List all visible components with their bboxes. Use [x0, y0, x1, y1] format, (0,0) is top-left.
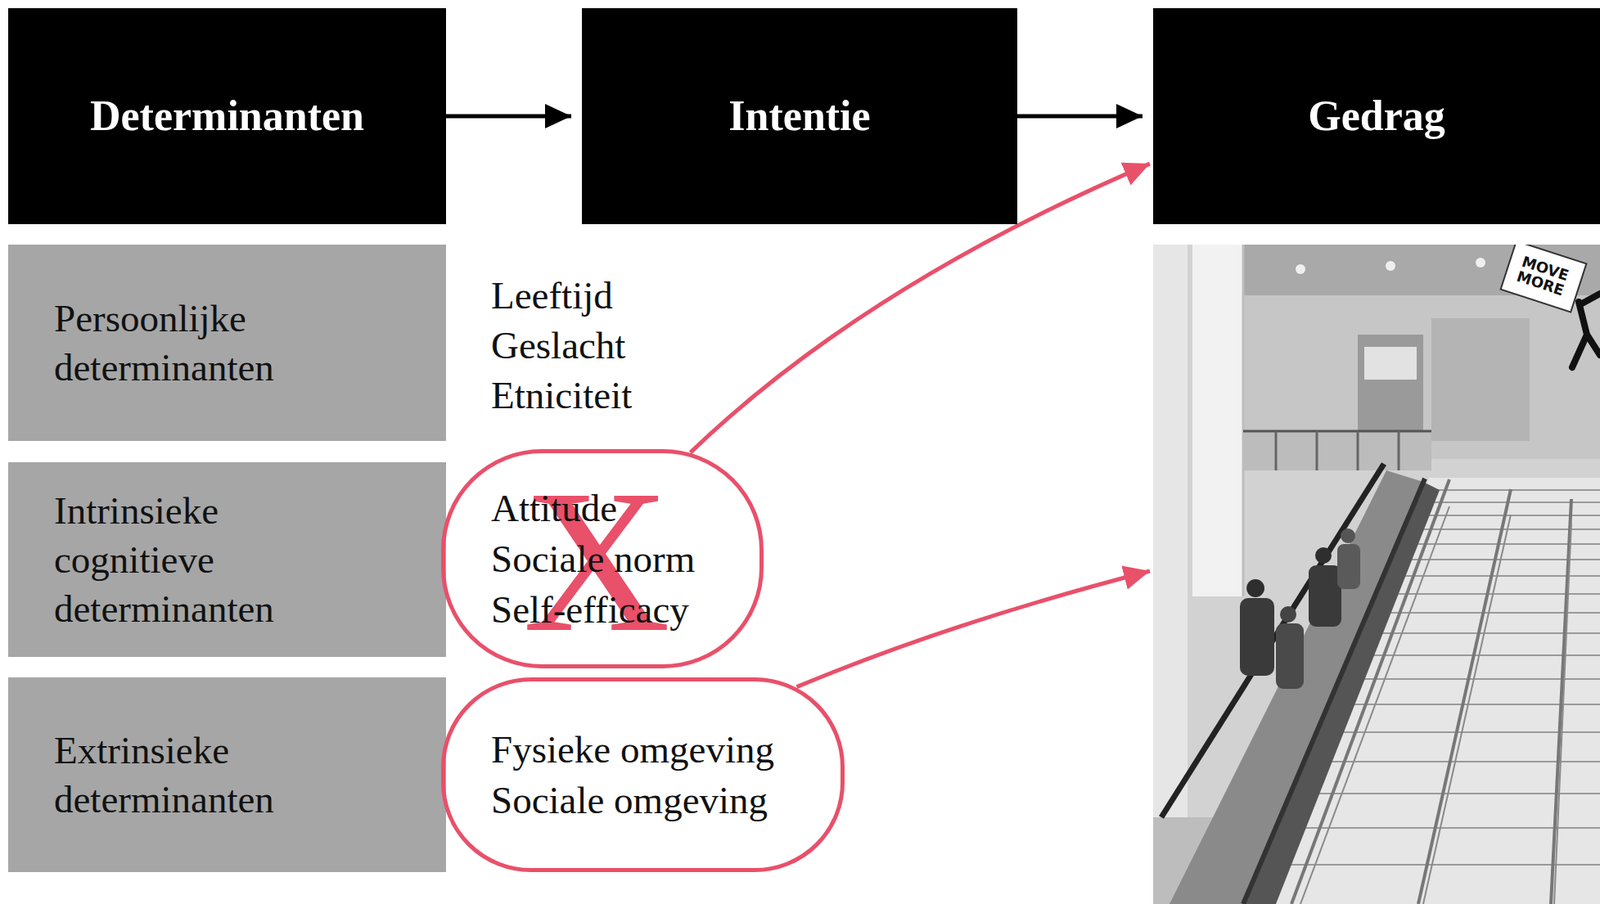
category-box: Intrinsieke cognitieve determinanten	[8, 462, 447, 658]
header-box: Determinanten	[8, 8, 447, 225]
determinant-item: Geslacht	[491, 320, 626, 371]
category-box: Persoonlijke determinanten	[8, 244, 447, 442]
node-text: Intentie	[728, 90, 870, 143]
node-text: Extrinsieke determinanten	[54, 725, 366, 825]
node-text: Sociale norm	[491, 533, 740, 585]
category-box: Extrinsieke determinanten	[8, 677, 447, 873]
rounded-outline	[441, 677, 845, 873]
node-text: Intrinsieke cognitieve determinanten	[54, 486, 366, 634]
determinant-group: Fysieke omgevingSociale omgeving	[441, 677, 845, 873]
node-text: Sociale omgeving	[491, 775, 821, 826]
sign-text: MOVE MORE	[1506, 252, 1579, 302]
node-text: Determinanten	[90, 90, 365, 143]
escalator-photo	[1153, 244, 1600, 904]
header-box: Gedrag	[1153, 8, 1600, 225]
node-text: Attitude	[491, 482, 740, 534]
header-box: Intentie	[581, 8, 1018, 225]
arrow-connector	[446, 114, 572, 119]
determinant-item: Etniciteit	[491, 370, 632, 421]
determinant-group: AttitudeSociale normSelf-efficacy	[441, 449, 764, 669]
arrow-connector	[1017, 114, 1143, 119]
illustration-panel: MOVE MORE	[1153, 244, 1600, 904]
determinant-item: Leeftijd	[491, 270, 613, 321]
arrow-connector	[797, 571, 1150, 688]
node-text: Self-efficacy	[491, 584, 740, 636]
node-text: Fysieke omgeving	[491, 724, 821, 776]
node-text: Gedrag	[1307, 90, 1446, 143]
node-text: Persoonlijke determinanten	[54, 293, 366, 393]
